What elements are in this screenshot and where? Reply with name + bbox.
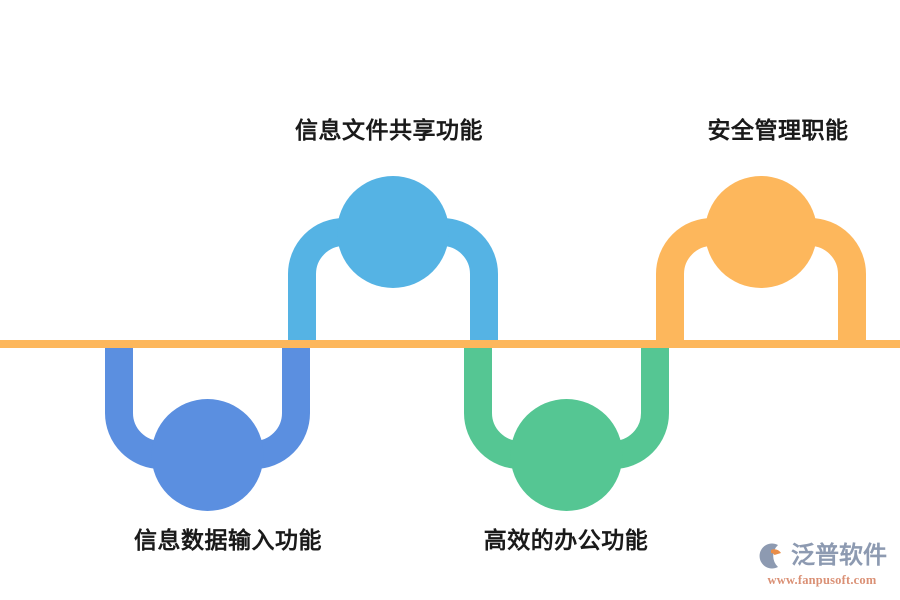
watermark-brand: 泛普软件 <box>791 543 887 570</box>
node-shape-node-4[interactable] <box>656 176 866 348</box>
node-circle <box>337 176 449 288</box>
watermark: 泛普软件 www.fanpusoft.com <box>752 536 892 592</box>
node-shape-node-1[interactable] <box>105 340 310 511</box>
node-label-information-data-input: 信息数据输入功能 <box>134 528 322 553</box>
node-label-security-management: 安全管理职能 <box>707 118 849 143</box>
timeline-baseline <box>0 340 900 348</box>
node-circle <box>510 399 623 511</box>
fanpu-swoosh-logo-icon <box>759 543 781 569</box>
node-circle <box>705 176 817 288</box>
node-shape-node-3[interactable] <box>464 340 669 511</box>
node-label-efficient-office: 高效的办公功能 <box>483 528 649 553</box>
node-shape-node-2[interactable] <box>288 176 498 348</box>
watermark-row: 泛普软件 <box>757 541 887 571</box>
watermark-url: www.fanpusoft.com <box>767 573 877 588</box>
node-label-information-file-sharing: 信息文件共享功能 <box>295 118 483 143</box>
node-circle <box>151 399 264 511</box>
